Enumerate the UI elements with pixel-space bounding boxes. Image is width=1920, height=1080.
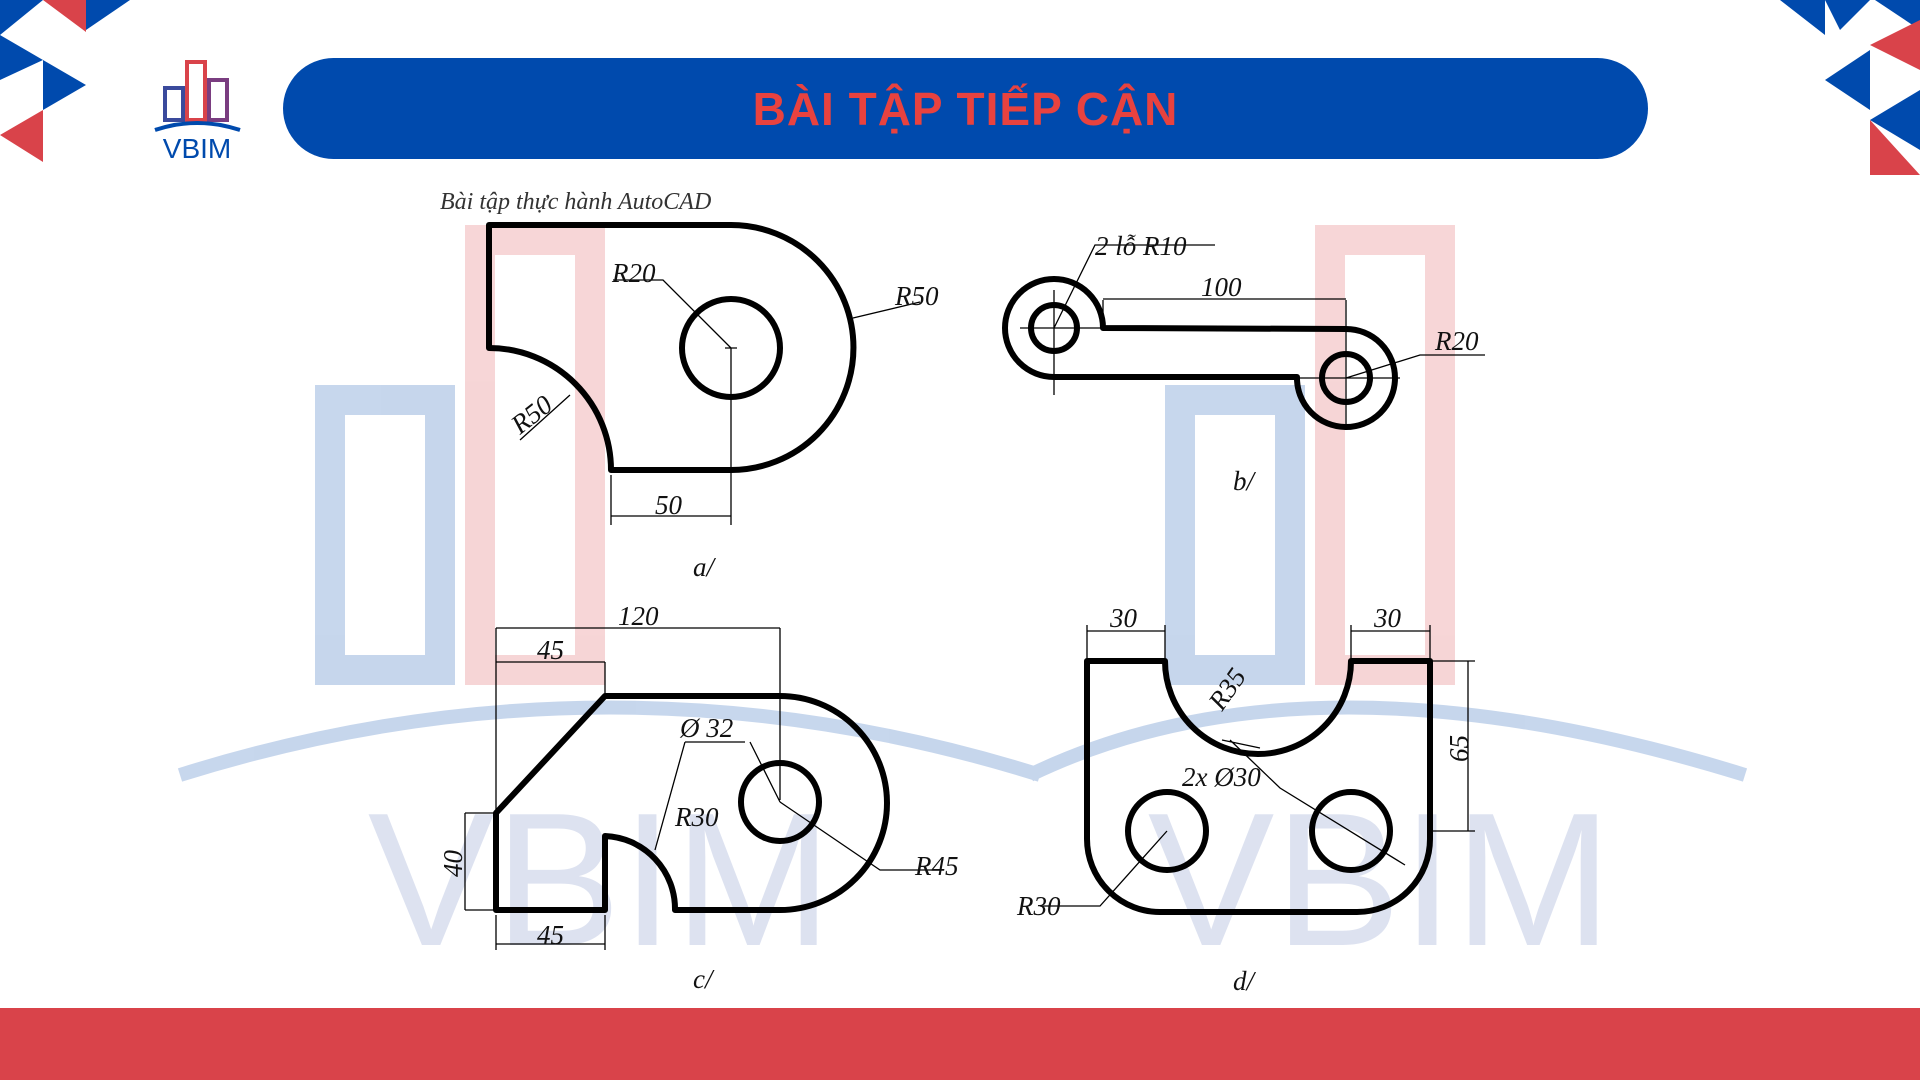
- logo-text: VBIM: [163, 133, 231, 163]
- dim-d-30-left: 30: [1109, 603, 1138, 633]
- figure-a-outline: [486, 222, 857, 473]
- dim-c-r30: R30: [674, 802, 719, 832]
- page-title: BÀI TẬP TIẾP CẬN: [752, 82, 1179, 135]
- dim-a-r50-inner: R50: [504, 389, 558, 440]
- dim-a-r50-outer: R50: [894, 281, 939, 311]
- corner-decoration-right: [1780, 0, 1920, 175]
- watermark-text: VBIM: [368, 774, 833, 986]
- dim-c-r45: R45: [914, 851, 959, 881]
- dim-b-100: 100: [1201, 272, 1242, 302]
- dim-c-45-bottom: 45: [537, 920, 564, 950]
- dim-a-r20: R20: [611, 258, 656, 288]
- footer-bar: [0, 1008, 1920, 1080]
- watermark: VBIM VBIM: [177, 225, 1748, 986]
- dim-c-dia32: Ø 32: [679, 713, 733, 743]
- dim-c-120: 120: [618, 601, 659, 631]
- figure-d-hole-right: [1309, 789, 1393, 873]
- title-banner: BÀI TẬP TIẾP CẬN: [283, 58, 1648, 159]
- dim-a-50: 50: [655, 490, 683, 520]
- figure-b-label: b/: [1233, 466, 1257, 496]
- figure-c-label: c/: [693, 964, 715, 994]
- figure-d-label: d/: [1233, 966, 1257, 996]
- dim-c-40: 40: [438, 850, 468, 878]
- dim-d-2xdia30: 2x Ø30: [1182, 762, 1261, 792]
- dim-b-r20: R20: [1434, 326, 1479, 356]
- dim-c-45-top: 45: [537, 635, 564, 665]
- figure-a-label: a/: [693, 552, 717, 582]
- dim-d-30-right: 30: [1373, 603, 1402, 633]
- figure-b-outline: [1002, 276, 1398, 430]
- vbim-logo: VBIM: [154, 60, 241, 163]
- dim-b-holes: 2 lỗ R10: [1095, 231, 1187, 261]
- dim-d-65: 65: [1444, 735, 1474, 762]
- sheet-subtitle: Bài tập thực hành AutoCAD: [440, 189, 711, 215]
- dim-d-r30: R30: [1016, 891, 1061, 921]
- figure-c-outline: [493, 693, 890, 913]
- corner-decoration-left: [0, 0, 130, 162]
- figure-d-hole-left: [1125, 789, 1209, 873]
